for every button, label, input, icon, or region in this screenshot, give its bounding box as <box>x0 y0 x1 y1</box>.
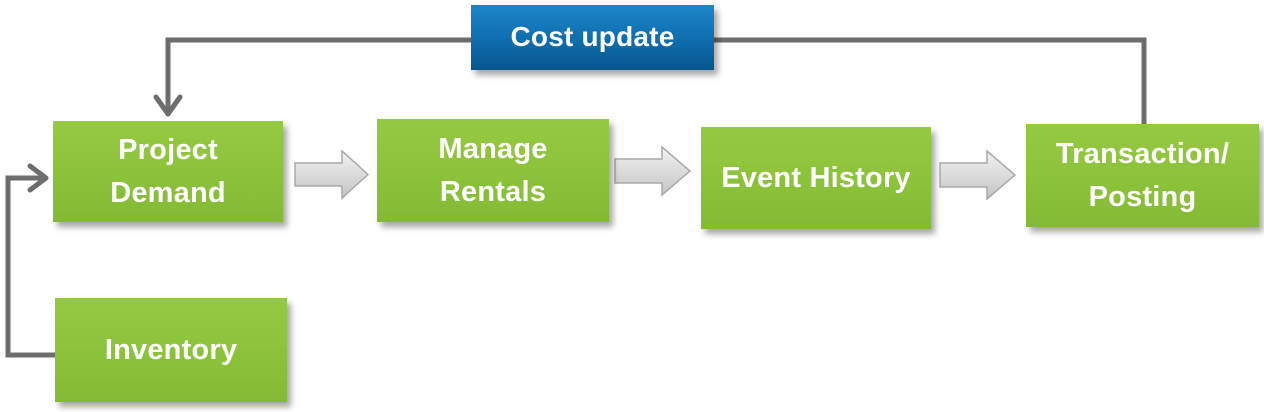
flow-arrow-demand-to-rentals <box>294 149 370 200</box>
event-history-box: Event History <box>701 127 931 229</box>
inventory-connector-line <box>5 175 55 358</box>
cost-update-label: Cost update <box>510 21 675 53</box>
inventory-arrowhead <box>27 163 49 193</box>
manage-rentals-box: Manage Rentals <box>377 119 609 222</box>
inventory-box: Inventory <box>55 298 287 402</box>
feedback-connector-line <box>714 37 1147 124</box>
feedback-connector-line-return <box>165 37 471 112</box>
event-history-label: Event History <box>721 161 911 194</box>
project-demand-label: Project Demand <box>110 134 226 209</box>
transaction-posting-box: Transaction/ Posting <box>1026 124 1259 227</box>
inventory-label: Inventory <box>104 333 238 366</box>
cost-update-box: Cost update <box>471 5 714 70</box>
manage-rentals-label: Manage Rentals <box>438 133 548 208</box>
transaction-posting-label: Transaction/ Posting <box>1055 138 1230 213</box>
flow-arrow-history-to-transaction <box>939 149 1017 201</box>
flow-arrow-rentals-to-history <box>614 145 692 197</box>
feedback-arrowhead <box>153 94 183 117</box>
project-demand-box: Project Demand <box>53 121 283 222</box>
